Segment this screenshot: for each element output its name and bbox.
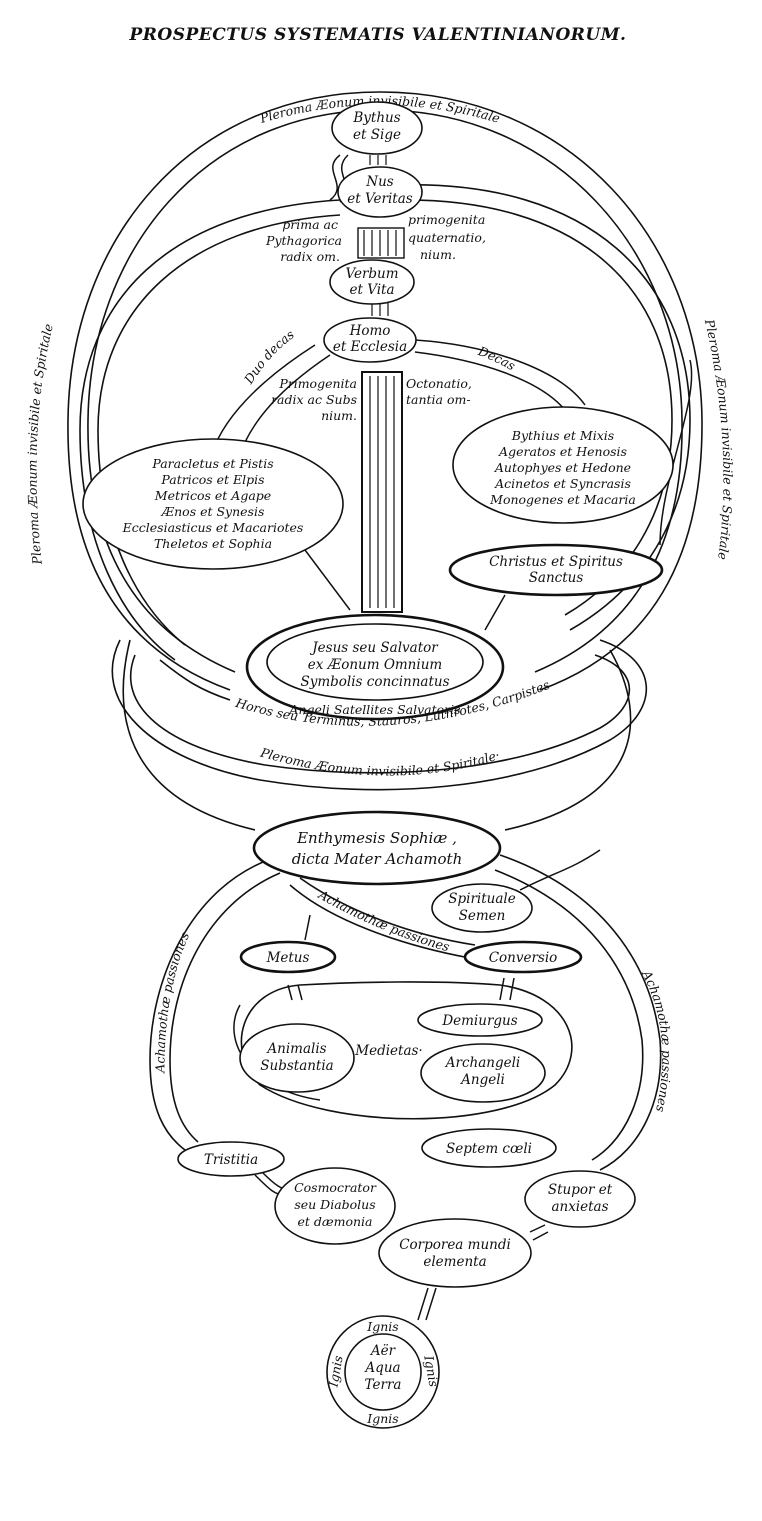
svg-text:et Sige: et Sige: [353, 127, 401, 143]
label-prima-left: prima ac: [282, 217, 338, 232]
svg-text:dicta Mater Achamoth: dicta Mater Achamoth: [292, 850, 462, 868]
svg-text:Semen: Semen: [459, 908, 506, 924]
svg-text:Stupor et: Stupor et: [548, 1182, 613, 1198]
svg-text:Animalis: Animalis: [265, 1041, 326, 1057]
svg-text:Ageratos et Henosis: Ageratos et Henosis: [498, 444, 627, 459]
svg-text:Bythius et Mixis: Bythius et Mixis: [511, 428, 614, 443]
label-octonatio-right: Octonatio,: [406, 376, 472, 391]
node-animalis: Animalis Substantia: [239, 1023, 355, 1093]
svg-text:Aqua: Aqua: [363, 1360, 400, 1376]
svg-text:nium.: nium.: [321, 408, 357, 423]
svg-text:Homo: Homo: [349, 323, 391, 339]
svg-text:Jesus seu Salvator: Jesus seu Salvator: [309, 640, 439, 656]
svg-text:et dæmonia: et dæmonia: [297, 1214, 372, 1229]
svg-text:Nus: Nus: [365, 174, 394, 190]
svg-text:Pythagorica: Pythagorica: [265, 233, 342, 248]
svg-text:Verbum: Verbum: [345, 266, 398, 282]
central-trunk: [209, 154, 693, 631]
node-spirituale: Spirituale Semen: [431, 883, 533, 933]
node-conversio: Conversio: [463, 940, 583, 974]
svg-text:Ænos et Synesis: Ænos et Synesis: [160, 504, 265, 519]
pleroma-label-left: Pleroma Æonum invisibile et Spiritale: [25, 322, 56, 566]
svg-text:Conversio: Conversio: [489, 950, 558, 966]
horos-band: [111, 639, 648, 831]
node-jesus: Jesus seu Salvator ex Æonum Omnium Symbo…: [245, 613, 505, 721]
svg-text:Spirituale: Spirituale: [448, 891, 515, 907]
ignis-top: Ignis: [366, 1319, 398, 1334]
svg-text:seu Diabolus: seu Diabolus: [294, 1197, 375, 1212]
label-medietas: Medietas·: [354, 1043, 422, 1059]
svg-text:nium.: nium.: [420, 247, 456, 262]
node-demiurgus: Demiurgus: [417, 1003, 543, 1037]
svg-text:Cosmocrator: Cosmocrator: [294, 1180, 377, 1195]
svg-text:Christus et Spiritus: Christus et Spiritus: [489, 554, 623, 570]
svg-text:Aër: Aër: [369, 1343, 397, 1359]
achamoth-label-center: Achamothæ passiones: [315, 886, 451, 954]
node-corporea: Corporea mundi elementa: [378, 1218, 532, 1288]
label-angeli-satellites: Angeli Satellites Salvatoris: [288, 702, 460, 717]
svg-text:Symbolis concinnatus: Symbolis concinnatus: [300, 674, 449, 690]
diagram-title: PROSPECTUS SYSTEMATIS VALENTINIANORUM.: [129, 25, 627, 45]
svg-text:tantia om-: tantia om-: [406, 392, 471, 407]
pleroma-band: [67, 91, 703, 691]
svg-text:Autophyes et Hedone: Autophyes et Hedone: [494, 460, 631, 475]
node-nus: Nus et Veritas: [337, 166, 423, 218]
pleroma-label-bottom: Pleroma Æonum invisibile et Spiritale·: [258, 744, 501, 778]
svg-text:et Vita: et Vita: [349, 282, 394, 298]
svg-text:Septem cœli: Septem cœli: [446, 1141, 532, 1157]
achamoth-label-left: Achamothæ passiones: [152, 930, 192, 1074]
label-prima-right: primogenita: [408, 212, 485, 227]
svg-text:Patricos et Elpis: Patricos et Elpis: [160, 472, 264, 487]
svg-text:Enthymesis Sophiæ ,: Enthymesis Sophiæ ,: [296, 829, 457, 847]
node-cosmocrator: Cosmocrator seu Diabolus et dæmonia: [274, 1167, 396, 1245]
svg-text:Substantia: Substantia: [260, 1058, 333, 1074]
svg-text:et Veritas: et Veritas: [347, 191, 412, 207]
node-homo: Homo et Ecclesia: [323, 317, 417, 363]
svg-text:Angeli: Angeli: [459, 1072, 505, 1088]
svg-text:elementa: elementa: [423, 1254, 486, 1270]
svg-text:Theletos et Sophia: Theletos et Sophia: [154, 536, 272, 551]
svg-text:radix om.: radix om.: [280, 249, 340, 264]
svg-text:Archangeli: Archangeli: [444, 1055, 520, 1071]
svg-text:Bythus: Bythus: [352, 110, 400, 126]
node-tristitia: Tristitia: [177, 1141, 285, 1177]
svg-text:quaternatio,: quaternatio,: [408, 230, 486, 245]
svg-text:Monogenes et Macaria: Monogenes et Macaria: [489, 492, 636, 507]
pleroma-label-right: Pleroma Æonum invisibile et Spiritale: [702, 317, 736, 561]
svg-text:Corporea mundi: Corporea mundi: [399, 1237, 511, 1253]
ignis-left: Ignis: [325, 1354, 345, 1389]
svg-text:Terra: Terra: [365, 1377, 402, 1393]
svg-text:ex Æonum Omnium: ex Æonum Omnium: [308, 657, 442, 673]
label-primogenita-left: Primogenita: [278, 376, 357, 391]
svg-text:Metricos et Agape: Metricos et Agape: [154, 488, 271, 503]
node-septem-coeli: Septem cœli: [421, 1128, 557, 1168]
node-decas: Bythius et Mixis Ageratos et Henosis Aut…: [452, 406, 674, 524]
node-archangeli: Archangeli Angeli: [420, 1043, 546, 1103]
node-metus: Metus: [239, 940, 337, 974]
ignis-bottom: Ignis: [366, 1411, 398, 1426]
node-dodecas: Paracletus et Pistis Patricos et Elpis M…: [82, 438, 344, 570]
svg-text:radix ac Subs: radix ac Subs: [271, 392, 357, 407]
node-verbum: Verbum et Vita: [329, 259, 415, 305]
ignis-right: Ignis: [421, 1353, 441, 1388]
achamoth-band: [149, 849, 662, 1321]
svg-text:Demiurgus: Demiurgus: [441, 1013, 517, 1029]
svg-text:et Ecclesia: et Ecclesia: [333, 339, 407, 355]
svg-text:anxietas: anxietas: [551, 1199, 608, 1215]
svg-text:Paracletus et Pistis: Paracletus et Pistis: [151, 456, 273, 471]
svg-text:Metus: Metus: [266, 950, 310, 966]
achamoth-label-right: Achamothæ passiones: [639, 967, 674, 1113]
node-elements: Aër Aqua Terra Ignis Ignis Ignis Ignis: [325, 1315, 442, 1429]
node-bythus: Bythus et Sige: [331, 101, 423, 155]
node-stupor: Stupor et anxietas: [524, 1170, 636, 1228]
node-enthymesis: Enthymesis Sophiæ , dicta Mater Achamoth: [252, 810, 502, 886]
svg-text:Tristitia: Tristitia: [204, 1152, 258, 1168]
svg-text:Ecclesiasticus et Macariotes: Ecclesiasticus et Macariotes: [122, 520, 304, 535]
svg-text:Sanctus: Sanctus: [529, 570, 584, 586]
node-christus: Christus et Spiritus Sanctus: [448, 543, 664, 597]
svg-text:Acinetos et Syncrasis: Acinetos et Syncrasis: [494, 476, 631, 491]
